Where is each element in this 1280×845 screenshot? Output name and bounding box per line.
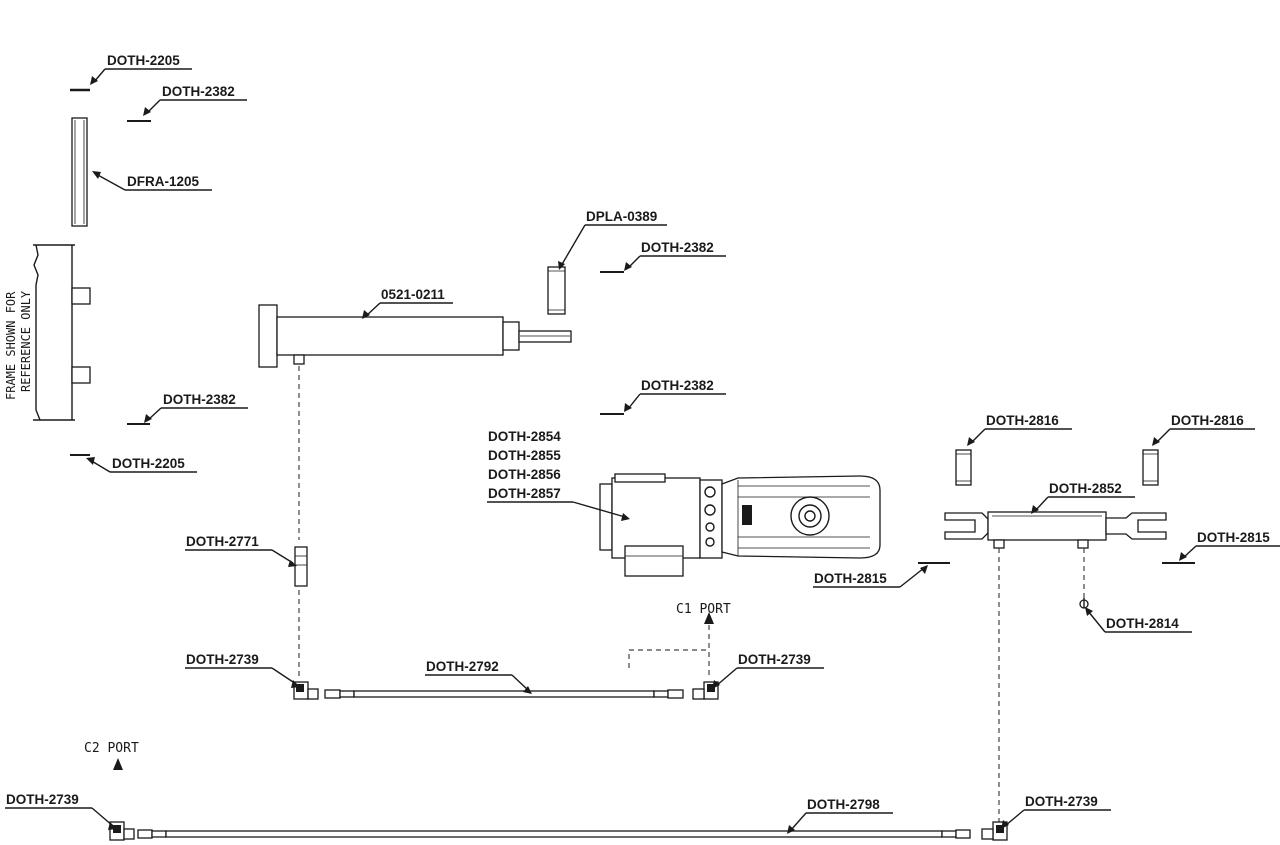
label-doth-2739-mid: DOTH-2739: [738, 652, 811, 667]
doth-2816-pins: [955, 449, 1159, 486]
port-arrows: [113, 612, 714, 770]
label-dfra-1205: DFRA-1205: [127, 174, 200, 189]
hydraulic-cylinder-0521-0211: [258, 304, 572, 368]
label-doth-2816-left: DOTH-2816: [986, 413, 1059, 428]
label-doth-2739-bottom-left: DOTH-2739: [6, 792, 79, 807]
label-doth-2856: DOTH-2856: [488, 467, 561, 482]
label-doth-2852: DOTH-2852: [1049, 481, 1122, 496]
label-dpla-0389: DPLA-0389: [586, 209, 657, 224]
leader-lines: [5, 68, 1280, 831]
label-doth-2382-mid: DOTH-2382: [641, 240, 714, 255]
label-doth-2205-top: DOTH-2205: [107, 53, 180, 68]
label-0521-0211: 0521-0211: [381, 287, 445, 302]
dfra-1205-post: [71, 117, 88, 227]
pin-parts-left: [70, 88, 151, 456]
label-doth-2382-top: DOTH-2382: [162, 84, 235, 99]
doth-2771-fitting: [294, 546, 308, 587]
label-doth-2814: DOTH-2814: [1106, 616, 1179, 631]
frame-note-line1: FRAME SHOWN FOR: [4, 291, 18, 400]
part-labels: DOTH-2205 DOTH-2382 DFRA-1205 DPLA-0389 …: [6, 53, 1270, 812]
label-c2-port: C2 PORT: [84, 741, 139, 756]
label-doth-2205-bottom: DOTH-2205: [112, 456, 185, 471]
steering-cylinder-doth-2852: [944, 511, 1167, 549]
pin-parts-middle: [600, 271, 624, 415]
frame-reference: FRAME SHOWN FOR REFERENCE ONLY: [4, 244, 91, 421]
hose-doth-2798: [137, 829, 971, 839]
doth-2814-fitting: [1079, 598, 1089, 609]
label-doth-2815-right: DOTH-2815: [1197, 530, 1270, 545]
label-doth-2382-center: DOTH-2382: [641, 378, 714, 393]
label-doth-2855: DOTH-2855: [488, 448, 561, 463]
label-doth-2816-right: DOTH-2816: [1171, 413, 1244, 428]
label-doth-2739-bottom-right: DOTH-2739: [1025, 794, 1098, 809]
label-doth-2857: DOTH-2857: [488, 486, 561, 501]
elbow-fittings-doth-2739: [109, 681, 1008, 841]
power-unit-pump: [599, 473, 881, 577]
hose-doth-2792: [324, 689, 684, 699]
label-doth-2854: DOTH-2854: [488, 429, 561, 444]
label-doth-2815-left: DOTH-2815: [814, 571, 887, 586]
label-doth-2739-left: DOTH-2739: [186, 652, 259, 667]
dpla-0389-pin: [547, 266, 566, 315]
frame-note-line2: REFERENCE ONLY: [19, 290, 33, 392]
dashed-connections: [298, 366, 1085, 822]
label-doth-2771: DOTH-2771: [186, 534, 259, 549]
label-doth-2382-left: DOTH-2382: [163, 392, 236, 407]
leader-arrowheads: [86, 76, 1187, 834]
label-c1-port: C1 PORT: [676, 602, 731, 617]
label-doth-2792: DOTH-2792: [426, 659, 499, 674]
label-doth-2798: DOTH-2798: [807, 797, 880, 812]
